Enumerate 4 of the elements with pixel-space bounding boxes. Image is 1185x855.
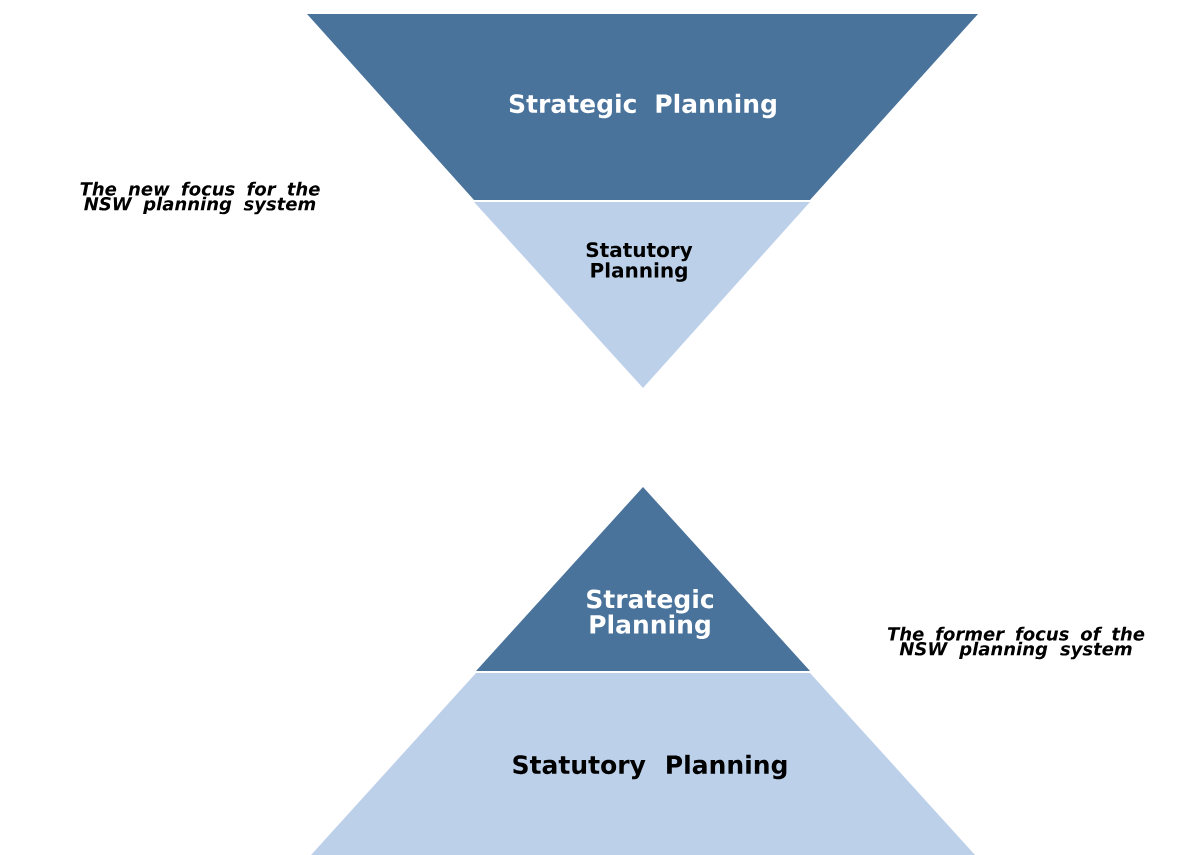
funnel-section: Statutory Planning	[474, 202, 810, 388]
funnel-section: Strategic Planning	[476, 487, 810, 671]
funnel-section: Statutory Planning	[311, 673, 975, 855]
note-text: The former focus of the NSW planning system	[887, 626, 1145, 660]
